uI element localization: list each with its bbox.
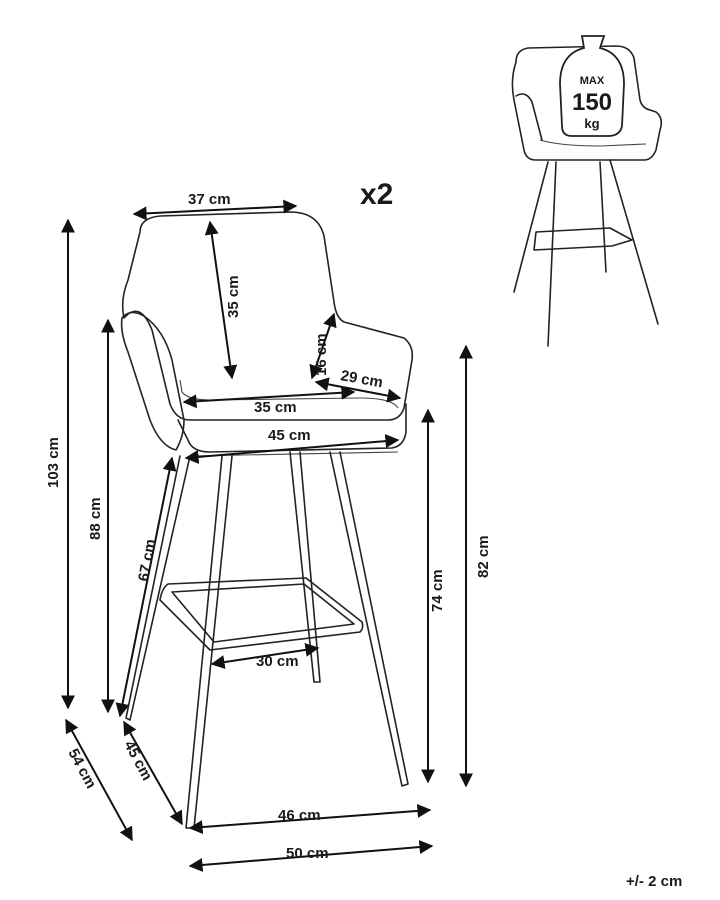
weight-sack-icon <box>559 35 625 137</box>
arrow-overall-depth <box>65 718 133 842</box>
backrest <box>121 211 414 421</box>
dimension-labels: 37 cm 35 cm 16 cm 29 cm 35 cm 45 cm 103 … <box>45 191 492 862</box>
leg-back-right <box>289 451 321 683</box>
arrow-seat-inner-width <box>182 385 356 409</box>
label-overall-width: 50 cm <box>286 845 329 862</box>
label-seat-side-height: 82 cm <box>475 535 492 578</box>
label-seat-inner-width: 35 cm <box>254 399 297 416</box>
arrow-overall-width <box>188 840 434 872</box>
label-overall-depth: 54 cm <box>64 746 99 792</box>
small-chair-footrest <box>533 227 633 251</box>
arrow-footrest-width <box>210 642 320 670</box>
label-total-height: 103 cm <box>45 437 62 488</box>
label-armrest-height: 16 cm <box>313 333 330 376</box>
label-base-width: 46 cm <box>278 807 321 824</box>
small-chair-back <box>511 45 663 161</box>
label-base-depth: 45 cm <box>120 738 155 784</box>
small-chair-arm <box>515 93 543 141</box>
arrow-armrest-depth <box>314 377 402 403</box>
tolerance-label: +/- 2 cm <box>626 873 682 890</box>
label-backrest-height: 35 cm <box>225 275 242 318</box>
weight-badge-unit: kg <box>584 116 599 131</box>
arrow-backrest-top-width <box>132 199 298 221</box>
quantity-label: x2 <box>360 178 393 211</box>
small-chair-seat-line <box>539 139 647 147</box>
main-chair-drawing <box>120 211 414 829</box>
leg-front-right <box>329 451 409 787</box>
arrow-armrest-height <box>309 312 337 380</box>
weight-badge-max: MAX <box>580 75 605 87</box>
weight-badge-value: 150 <box>572 89 612 116</box>
label-armrest-floor-height: 88 cm <box>87 497 104 540</box>
label-seat-width: 45 cm <box>268 427 311 444</box>
arrow-seat-width <box>184 434 400 464</box>
leg-front-left <box>185 455 233 829</box>
arrow-seat-back-height <box>115 456 177 718</box>
dimension-arrows <box>61 199 473 872</box>
arrow-backrest-height <box>204 220 238 380</box>
arrow-base-depth <box>123 720 183 826</box>
weight-capacity-illustration: MAX 150 kg <box>511 35 663 347</box>
label-footrest-width: 30 cm <box>256 653 299 670</box>
footrest <box>159 577 364 651</box>
small-chair-legs <box>513 159 659 347</box>
label-seat-height: 74 cm <box>429 569 446 612</box>
label-backrest-top-width: 37 cm <box>188 191 231 208</box>
left-armrest <box>120 311 185 451</box>
arrow-base-width <box>188 803 432 835</box>
leg-back-left <box>125 455 191 721</box>
